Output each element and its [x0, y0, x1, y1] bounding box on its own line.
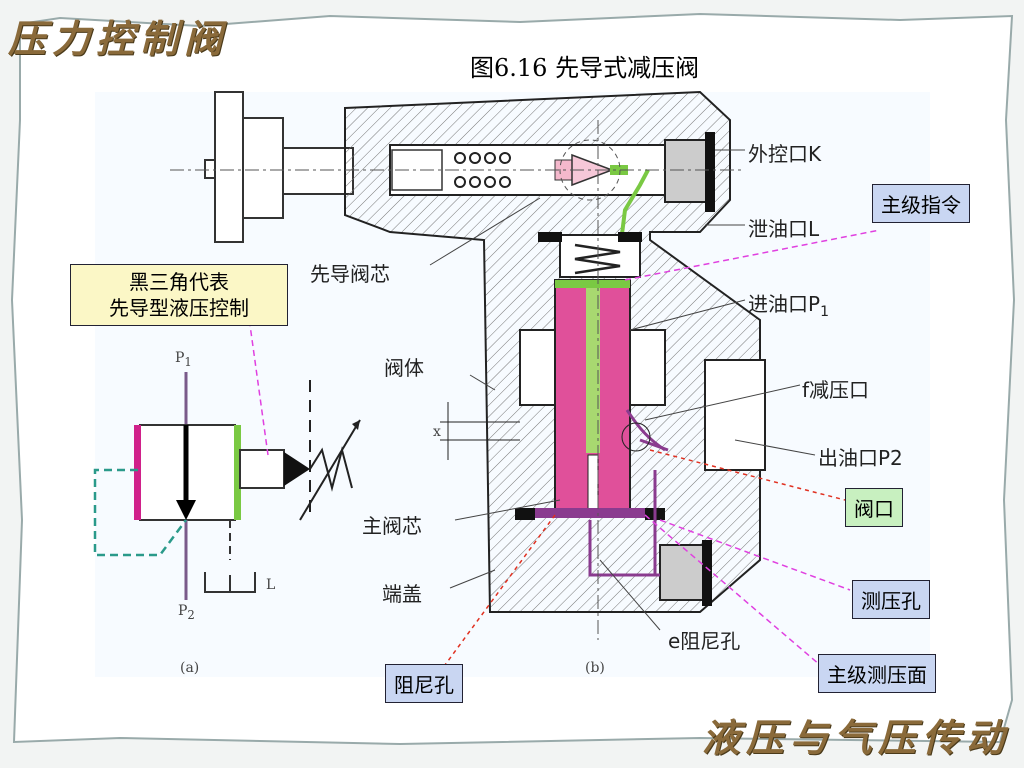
label-pilot-spool: 先导阀芯 [310, 262, 390, 286]
leader-lines [429, 149, 816, 631]
label-body: 阀体 [384, 356, 424, 380]
label-drain-port: 泄油口L [748, 217, 820, 241]
label-external-port: 外控口K [748, 142, 822, 166]
label-reducing-port: f减压口 [802, 378, 870, 402]
label-damping-e: e阻尼孔 [668, 629, 741, 653]
symbol-p2-text: P [178, 603, 188, 619]
label-end-cap: 端盖 [382, 582, 422, 606]
callout-pressure-hole: 测压孔 [852, 580, 930, 619]
symbol-p2-sub: 2 [187, 607, 195, 622]
callout-main-sensing-face: 主级测压面 [818, 654, 936, 693]
symbol-p2: P2 [178, 603, 195, 622]
label-inlet-sub: 1 [820, 304, 829, 320]
label-inlet: 进油口P1 [748, 288, 829, 320]
figure-title: 图6.16 先导式减压阀 [470, 54, 700, 82]
label-outlet: 出油口P2 [818, 446, 903, 470]
label-x-dimension: x [433, 424, 441, 440]
symbol-p1-text: P [175, 350, 185, 366]
label-main-spool: 主阀芯 [362, 514, 422, 538]
valve-symbol [93, 324, 361, 600]
callout-valve-port: 阀口 [845, 488, 903, 527]
caption-a: (a) [180, 660, 200, 676]
slide-footer: 液压与气压传动 [701, 715, 1010, 760]
callout-leaders [444, 229, 881, 666]
callout-symbol-note-line2: 先导型液压控制 [109, 296, 249, 320]
label-inlet-text: 进油口P [748, 292, 821, 316]
caption-b: (b) [585, 660, 605, 676]
symbol-l: L [266, 577, 276, 593]
symbol-p1-sub: 1 [184, 354, 192, 369]
valve-section [170, 90, 766, 640]
callout-symbol-note: 黑三角代表 先导型液压控制 [70, 264, 288, 326]
symbol-p1: P1 [175, 350, 192, 369]
slide-heading: 压力控制阀 [8, 16, 229, 61]
callout-main-command: 主级指令 [872, 184, 970, 223]
callout-damping-hole: 阻尼孔 [385, 664, 463, 703]
callout-symbol-note-line1: 黑三角代表 [129, 270, 229, 294]
